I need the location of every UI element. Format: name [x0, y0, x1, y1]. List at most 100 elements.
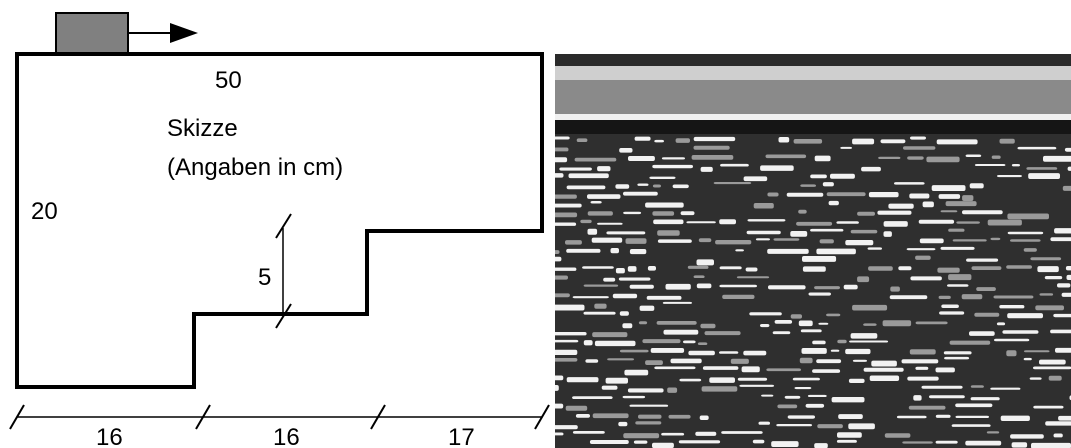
scan-reflection: [1017, 146, 1057, 150]
scan-reflection: [698, 238, 712, 243]
scan-reflection: [555, 425, 578, 430]
scan-reflection: [654, 139, 664, 143]
scan-reflection: [894, 182, 925, 185]
scan-reflection: [831, 397, 865, 403]
scan-reflection: [836, 439, 857, 443]
scan-reflection: [776, 424, 812, 427]
scan-reflection: [629, 249, 647, 255]
scan-reflection: [555, 349, 578, 355]
scan-reflection: [945, 201, 977, 207]
scan-reflection: [1002, 330, 1039, 334]
step-dimension-line: [275, 213, 292, 329]
scan-reflection: [574, 157, 617, 162]
scan-reflection: [739, 384, 774, 387]
dimension-bottom-label-1: 16: [96, 424, 123, 448]
scan-reflection: [948, 228, 965, 232]
scan-reflection: [848, 423, 875, 430]
scan-reflection: [701, 386, 738, 392]
scan-reflection: [720, 163, 749, 167]
scan-reflection: [699, 415, 709, 420]
scan-reflection: [871, 360, 897, 367]
scan-reflection: [615, 184, 630, 189]
scan-reflection: [665, 283, 691, 290]
scan-reflection: [627, 388, 664, 393]
scan-reflection: [594, 303, 607, 309]
scan-reflection: [730, 358, 749, 364]
scan-reflection: [649, 176, 676, 179]
scan-band-dark-top: [555, 54, 1071, 66]
scan-reflection: [907, 156, 924, 160]
scan-reflection: [601, 385, 618, 390]
scan-reflection: [987, 219, 1022, 226]
scan-reflection: [909, 349, 936, 355]
scan-reflection: [1048, 375, 1062, 381]
scan-reflection: [810, 174, 827, 179]
scan-reflection: [843, 284, 858, 290]
scan-reflection: [974, 164, 1006, 166]
scan-reflection: [1045, 421, 1071, 426]
scan-reflection: [765, 154, 807, 159]
scan-reflection: [719, 219, 736, 225]
scan-reflection: [790, 231, 808, 237]
scan-reflection: [1053, 433, 1063, 438]
scan-reflection: [767, 248, 809, 254]
scan-reflection: [828, 200, 839, 206]
scan-reflection: [555, 432, 564, 436]
scan-reflection: [1037, 266, 1059, 273]
scan-reflection: [746, 230, 781, 235]
scan-reflection: [555, 194, 577, 199]
scan-reflection: [555, 157, 568, 163]
scan-reflection: [1024, 350, 1050, 353]
scan-reflection: [719, 351, 739, 354]
scan-reflection: [753, 203, 774, 209]
scan-reflection: [1033, 366, 1071, 370]
scan-reflection: [555, 250, 560, 254]
scan-reflection: [792, 377, 820, 381]
scan-reflection: [990, 387, 1021, 390]
scan-reflection: [929, 395, 965, 399]
scan-reflection: [868, 192, 899, 198]
scan-reflection: [566, 377, 599, 383]
scan-reflection: [686, 221, 716, 224]
scan-reflection: [906, 248, 936, 251]
scan-reflection: [849, 340, 889, 343]
scan-reflection: [645, 202, 684, 208]
scan-reflection: [654, 366, 696, 370]
sketch-subtitle: (Angaben in cm): [167, 154, 343, 181]
scan-reflection: [918, 219, 955, 224]
scan-reflection: [662, 301, 692, 304]
dimension-left-label: 20: [31, 198, 58, 225]
scan-reflection: [700, 323, 716, 329]
scan-reflection: [997, 175, 1022, 178]
scan-reflection: [618, 277, 651, 281]
scan-reflection: [663, 329, 699, 335]
scan-reflection: [962, 210, 1003, 215]
scan-reflection: [931, 185, 966, 191]
radar-scan-image: [555, 54, 1071, 448]
scan-reflection: [555, 147, 569, 152]
scan-reflection: [939, 311, 965, 315]
scan-reflection: [774, 320, 793, 324]
scan-reflection: [625, 238, 647, 244]
scan-reflection: [840, 146, 852, 149]
scan-reflection: [743, 176, 768, 182]
scan-reflection: [741, 366, 760, 373]
scan-reflection: [622, 323, 633, 329]
scan-reflection: [1006, 350, 1017, 357]
scan-reflection: [901, 359, 939, 364]
scan-reflection: [1007, 313, 1043, 319]
scan-reflection: [863, 367, 904, 372]
scan-reflection: [910, 136, 926, 140]
scan-reflection: [908, 405, 946, 410]
scan-reflection: [941, 304, 959, 308]
scan-reflection: [1000, 415, 1030, 421]
scan-reflection: [1039, 293, 1054, 296]
scan-reflection: [657, 239, 692, 243]
scan-reflection: [790, 314, 802, 319]
scan-reflection: [761, 394, 774, 397]
scan-reflection: [940, 210, 958, 213]
scan-reflection: [801, 348, 827, 354]
scan-reflection: [990, 237, 1001, 241]
scan-reflection: [1053, 313, 1071, 318]
scan-reflection: [974, 312, 1000, 317]
